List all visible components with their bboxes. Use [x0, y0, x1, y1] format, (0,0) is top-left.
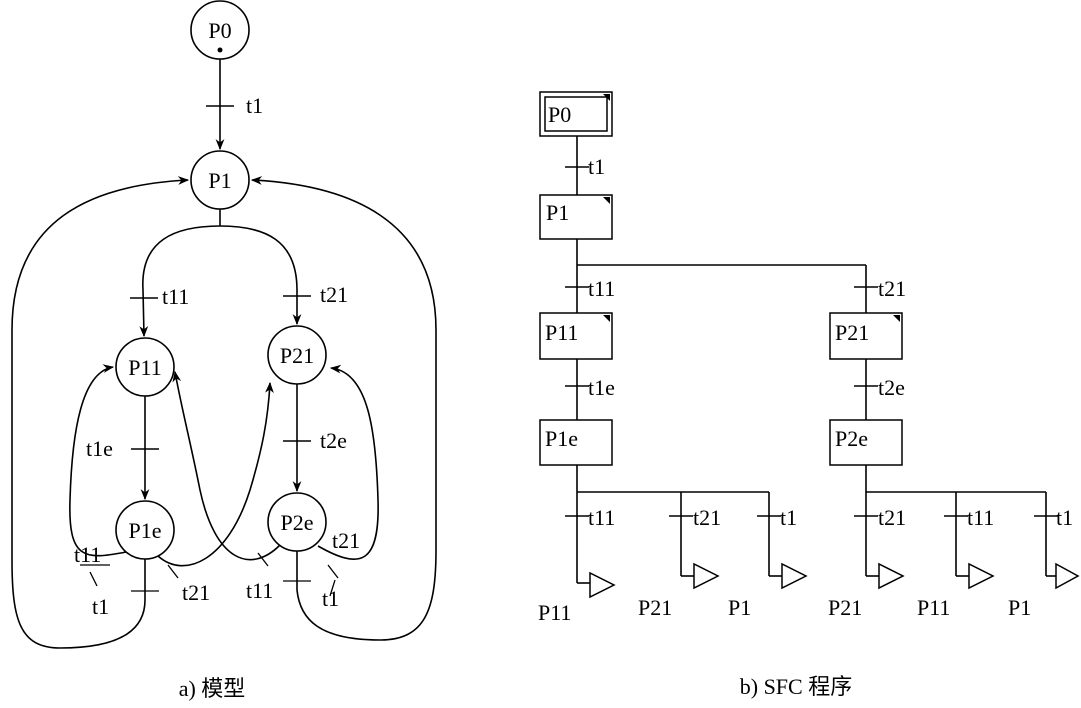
place-p0-label: P0: [208, 18, 231, 43]
transition-t21-p1e-label: t21: [182, 580, 210, 605]
transition-t21-p2e-label: t21: [332, 528, 360, 553]
place-p2e-label: P2e: [281, 510, 314, 535]
jump-label-p11: P11: [538, 600, 571, 625]
step-p0-label: P0: [548, 102, 571, 127]
transition-t1e-label: t1e: [86, 436, 113, 461]
arc-p1e-p1-big-loop: [11, 176, 190, 649]
sfc-branch-left-t21-label: t21: [693, 505, 721, 530]
place-p1-label: P1: [208, 168, 231, 193]
step-p2e: P2e: [829, 419, 903, 466]
step-p21-label: P21: [835, 320, 869, 345]
transition-t21-p2e-bar: [327, 564, 339, 579]
jump-label-p21-left: P21: [638, 595, 672, 620]
step-p1e: P1e: [539, 419, 613, 466]
transition-t2e-label: t2e: [320, 428, 347, 453]
step-p1e-label: P1e: [545, 426, 578, 451]
caption-b: b) SFC 程序: [740, 674, 852, 699]
step-p21: P21: [829, 312, 903, 360]
sfc-branch-left: t11 t21 t1 P11 P21 P1: [538, 465, 808, 625]
sfc-branch-left-t1-label: t1: [780, 505, 797, 530]
place-p1e-label: P1e: [129, 518, 162, 543]
transition-t11-p2e-label: t11: [246, 578, 273, 603]
sfc-transition-t1-label: t1: [588, 154, 605, 179]
step-p1: P1: [539, 194, 613, 240]
step-p11: P11: [539, 312, 613, 360]
sfc-branch-right-t11-label: t11: [967, 505, 994, 530]
petri-net-model: P0 P1 P11 P21 P1e P2e t1 t11: [11, 0, 437, 701]
transition-t1-label: t1: [246, 93, 263, 118]
caption-a: a) 模型: [179, 676, 246, 701]
transition-t1-p2e-tick: [329, 579, 336, 597]
transition-t21-label: t21: [320, 282, 348, 307]
transition-t11-p2e-bar: [257, 552, 269, 567]
sfc-branch-right-t21-label: t21: [878, 505, 906, 530]
place-p21-label: P21: [280, 343, 314, 368]
arc-p2e-p1-big-loop: [250, 176, 437, 641]
place-p21: P21: [267, 325, 327, 385]
sfc-transition-t1e-label: t1e: [588, 375, 615, 400]
sfc-program: P0 t1 P1 t11 t21 P11 P21: [538, 91, 1080, 699]
jump-arrow-p21-right: [878, 562, 905, 590]
sfc-transition-t2e-label: t2e: [878, 375, 905, 400]
step-p11-label: P11: [545, 320, 578, 345]
jump-label-p11-right: P11: [917, 595, 950, 620]
transition-t11-p1e-bar: [89, 571, 98, 587]
place-p1: P1: [190, 150, 250, 210]
jump-arrow-p11: [589, 571, 616, 599]
jump-arrow-p21-left: [693, 562, 720, 590]
token-dot: [217, 47, 223, 53]
jump-arrow-p1-left: [781, 562, 808, 590]
arc-p1-p21: [219, 225, 302, 326]
jump-label-p1-left: P1: [728, 595, 751, 620]
transition-t11-p1e-label: t11: [74, 542, 101, 567]
step-p2e-label: P2e: [835, 426, 868, 451]
transition-t1-p2e-label: t1: [322, 586, 339, 611]
jump-arrow-p11-right: [968, 562, 995, 590]
arc-p1e-p11-loop: [69, 364, 127, 557]
place-p2e: P2e: [267, 492, 327, 552]
place-p0: P0: [190, 0, 250, 60]
transition-t21-p1e-bar: [167, 564, 179, 579]
jump-arrow-p1-right: [1055, 562, 1080, 590]
place-p11-label: P11: [128, 355, 161, 380]
jump-label-p21-right: P21: [828, 595, 862, 620]
step-p0: P0: [539, 91, 613, 137]
step-p1-label: P1: [546, 200, 569, 225]
sfc-branch-right-t1-label: t1: [1056, 505, 1073, 530]
sfc-branch-right: t21 t11 t1 P21 P11 P1: [828, 465, 1080, 620]
sfc-branch-left-t11-label: t11: [588, 505, 615, 530]
arc-p2e-p11-cross: [172, 370, 281, 561]
jump-label-p1-right: P1: [1008, 595, 1031, 620]
place-p11: P11: [115, 337, 175, 397]
arc-p1e-p21-cross: [157, 381, 274, 567]
sfc-transition-t21-label: t21: [878, 276, 906, 301]
transition-t11-label: t11: [162, 284, 189, 309]
sfc-transition-t11-label: t11: [588, 276, 615, 301]
arc-p2e-p21-loop: [317, 364, 379, 560]
arc-p1-p11: [139, 225, 221, 338]
place-p1e: P1e: [115, 500, 175, 560]
transition-t1-p1e-label: t1: [92, 594, 109, 619]
